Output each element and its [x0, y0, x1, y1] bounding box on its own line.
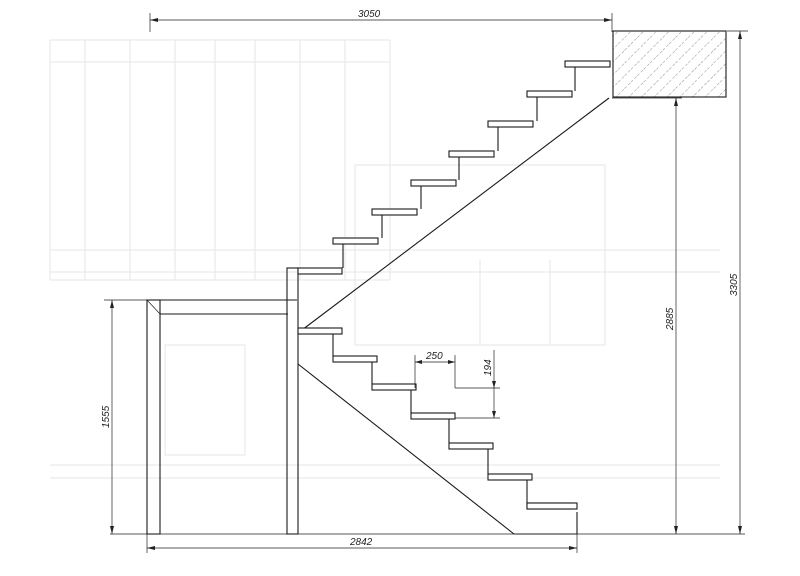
bottom-tread — [526, 502, 578, 510]
lower-tread — [297, 327, 343, 335]
top-width-dimension: 3050 — [149, 9, 613, 32]
lower-tread — [487, 473, 533, 481]
tread-depth-dimension: 250 — [414, 351, 456, 388]
riser-height-dimension: 194 — [455, 350, 500, 419]
background-ghost-lines — [49, 39, 720, 479]
riser-height-label: 194 — [483, 359, 494, 376]
upper-tread — [297, 267, 343, 275]
tread-depth-label: 250 — [425, 351, 443, 362]
lower-tread — [410, 412, 456, 420]
lower-tread — [332, 355, 378, 363]
bottom-width-dimension: 2842 — [146, 534, 578, 553]
wall-block — [612, 30, 727, 98]
platform-height-dimension: 1555 — [101, 299, 147, 534]
upper-tread — [564, 60, 611, 68]
upper-flight-treads — [297, 60, 611, 275]
landing-height-dimension: 2885 — [612, 97, 682, 534]
upper-tread — [448, 150, 495, 158]
landing-platform — [146, 299, 297, 535]
total-height-label: 3305 — [729, 273, 740, 296]
upper-tread — [487, 120, 534, 128]
upper-tread — [410, 179, 457, 187]
platform-height-label: 1555 — [101, 405, 112, 428]
bottom-width-label: 2842 — [349, 537, 373, 548]
lower-flight-treads — [297, 327, 578, 510]
upper-tread — [526, 90, 573, 98]
upper-stringer — [297, 97, 610, 334]
landing-height-label: 2885 — [665, 307, 676, 331]
upper-tread — [371, 208, 418, 216]
top-width-label: 3050 — [358, 9, 381, 20]
lower-tread — [371, 383, 417, 391]
center-post — [286, 267, 299, 535]
lower-tread — [448, 442, 494, 450]
total-height-dimension: 3305 — [727, 30, 748, 534]
upper-tread — [332, 237, 379, 245]
